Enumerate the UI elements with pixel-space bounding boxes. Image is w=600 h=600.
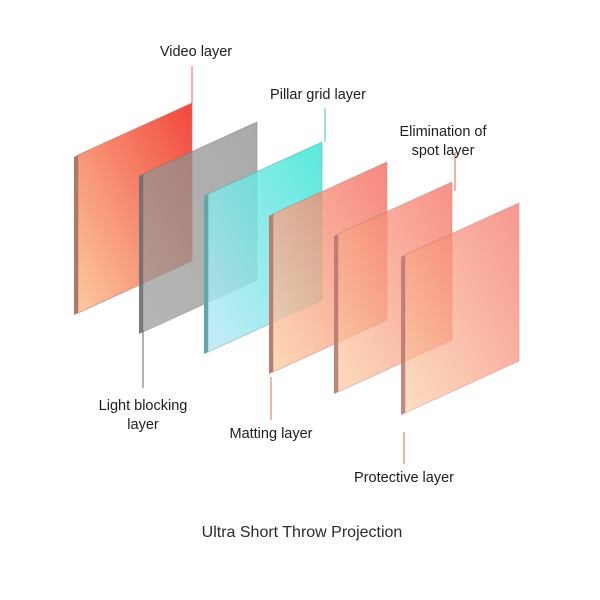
label-line: Matting layer <box>229 426 312 442</box>
label-matting-layer: Matting layer <box>229 426 312 442</box>
panel-protective-layer <box>401 202 520 415</box>
label-light-blocking-layer: Light blocking layer <box>99 398 188 433</box>
label-protective-layer: Protective layer <box>354 470 454 486</box>
leader-lines-group <box>142 66 456 464</box>
panel-edge-protective-layer <box>401 255 405 415</box>
label-video-layer: Video layer <box>160 44 232 60</box>
label-line: Pillar grid layer <box>270 87 366 103</box>
panel-edge-matting-layer <box>269 214 273 374</box>
panel-edge-light-blocking-layer <box>139 174 143 334</box>
panel-face-protective-layer <box>404 202 520 414</box>
panel-edge-video-layer <box>74 155 78 315</box>
label-line: spot layer <box>412 143 475 159</box>
label-line: Elimination of <box>399 124 487 140</box>
diagram-caption: Ultra Short Throw Projection <box>202 524 403 541</box>
panels-group <box>74 102 520 415</box>
label-pillar-grid-layer: Pillar grid layer <box>270 87 366 103</box>
panel-edge-pillar-grid-layer <box>204 194 208 354</box>
label-line: Video layer <box>160 44 232 60</box>
panel-edge-elimination-of-spot-layer <box>334 234 338 394</box>
label-line: layer <box>127 417 159 433</box>
label-line: Light blocking <box>99 398 188 414</box>
label-line: Protective layer <box>354 470 454 486</box>
label-elimination-of-spot-layer: Elimination of spot layer <box>399 124 487 159</box>
